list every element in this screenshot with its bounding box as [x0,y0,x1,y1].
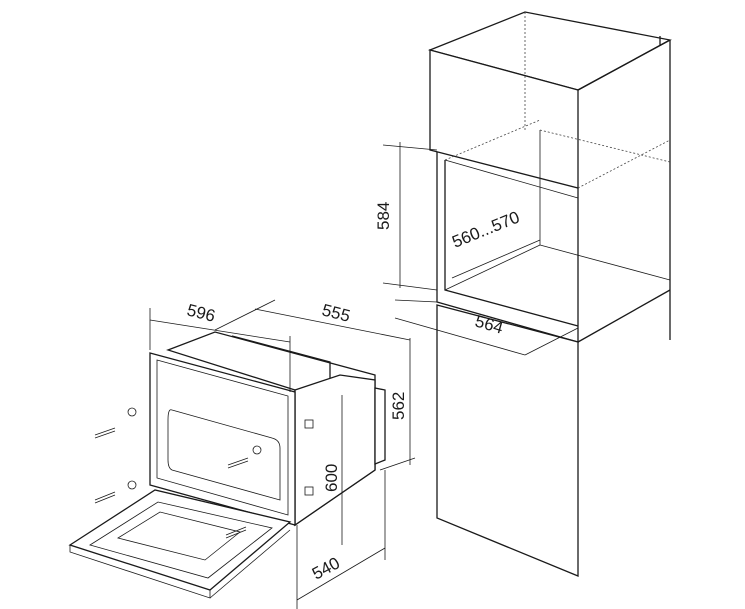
dim-oven-depth: 555 [320,300,352,325]
oven-cavity [167,409,281,501]
oven: 596 555 562 600 540 [68,299,416,609]
oven-rear [374,387,386,465]
fixing-bracket [304,419,314,429]
oven-side [294,374,376,527]
dim-niche-height: 584 [374,202,393,230]
dim-oven-body-depth: 540 [309,553,343,583]
screw-icon [225,526,247,539]
screw-icon [94,427,116,439]
lower-box-front [436,304,579,577]
dim-oven-front-height: 600 [322,464,341,492]
tall-cabinet: 584 560...570 564 [374,11,672,577]
dim-oven-width: 596 [185,300,217,325]
dim-niche-depth: 560...570 [449,208,522,252]
screw-icon [94,491,116,504]
screw-icon [227,457,249,469]
oven-front-frame [149,352,296,526]
oven-door [68,489,292,591]
fixing-bracket [304,486,314,496]
dim-oven-body-height: 562 [389,392,408,420]
screw-hole [252,445,262,455]
